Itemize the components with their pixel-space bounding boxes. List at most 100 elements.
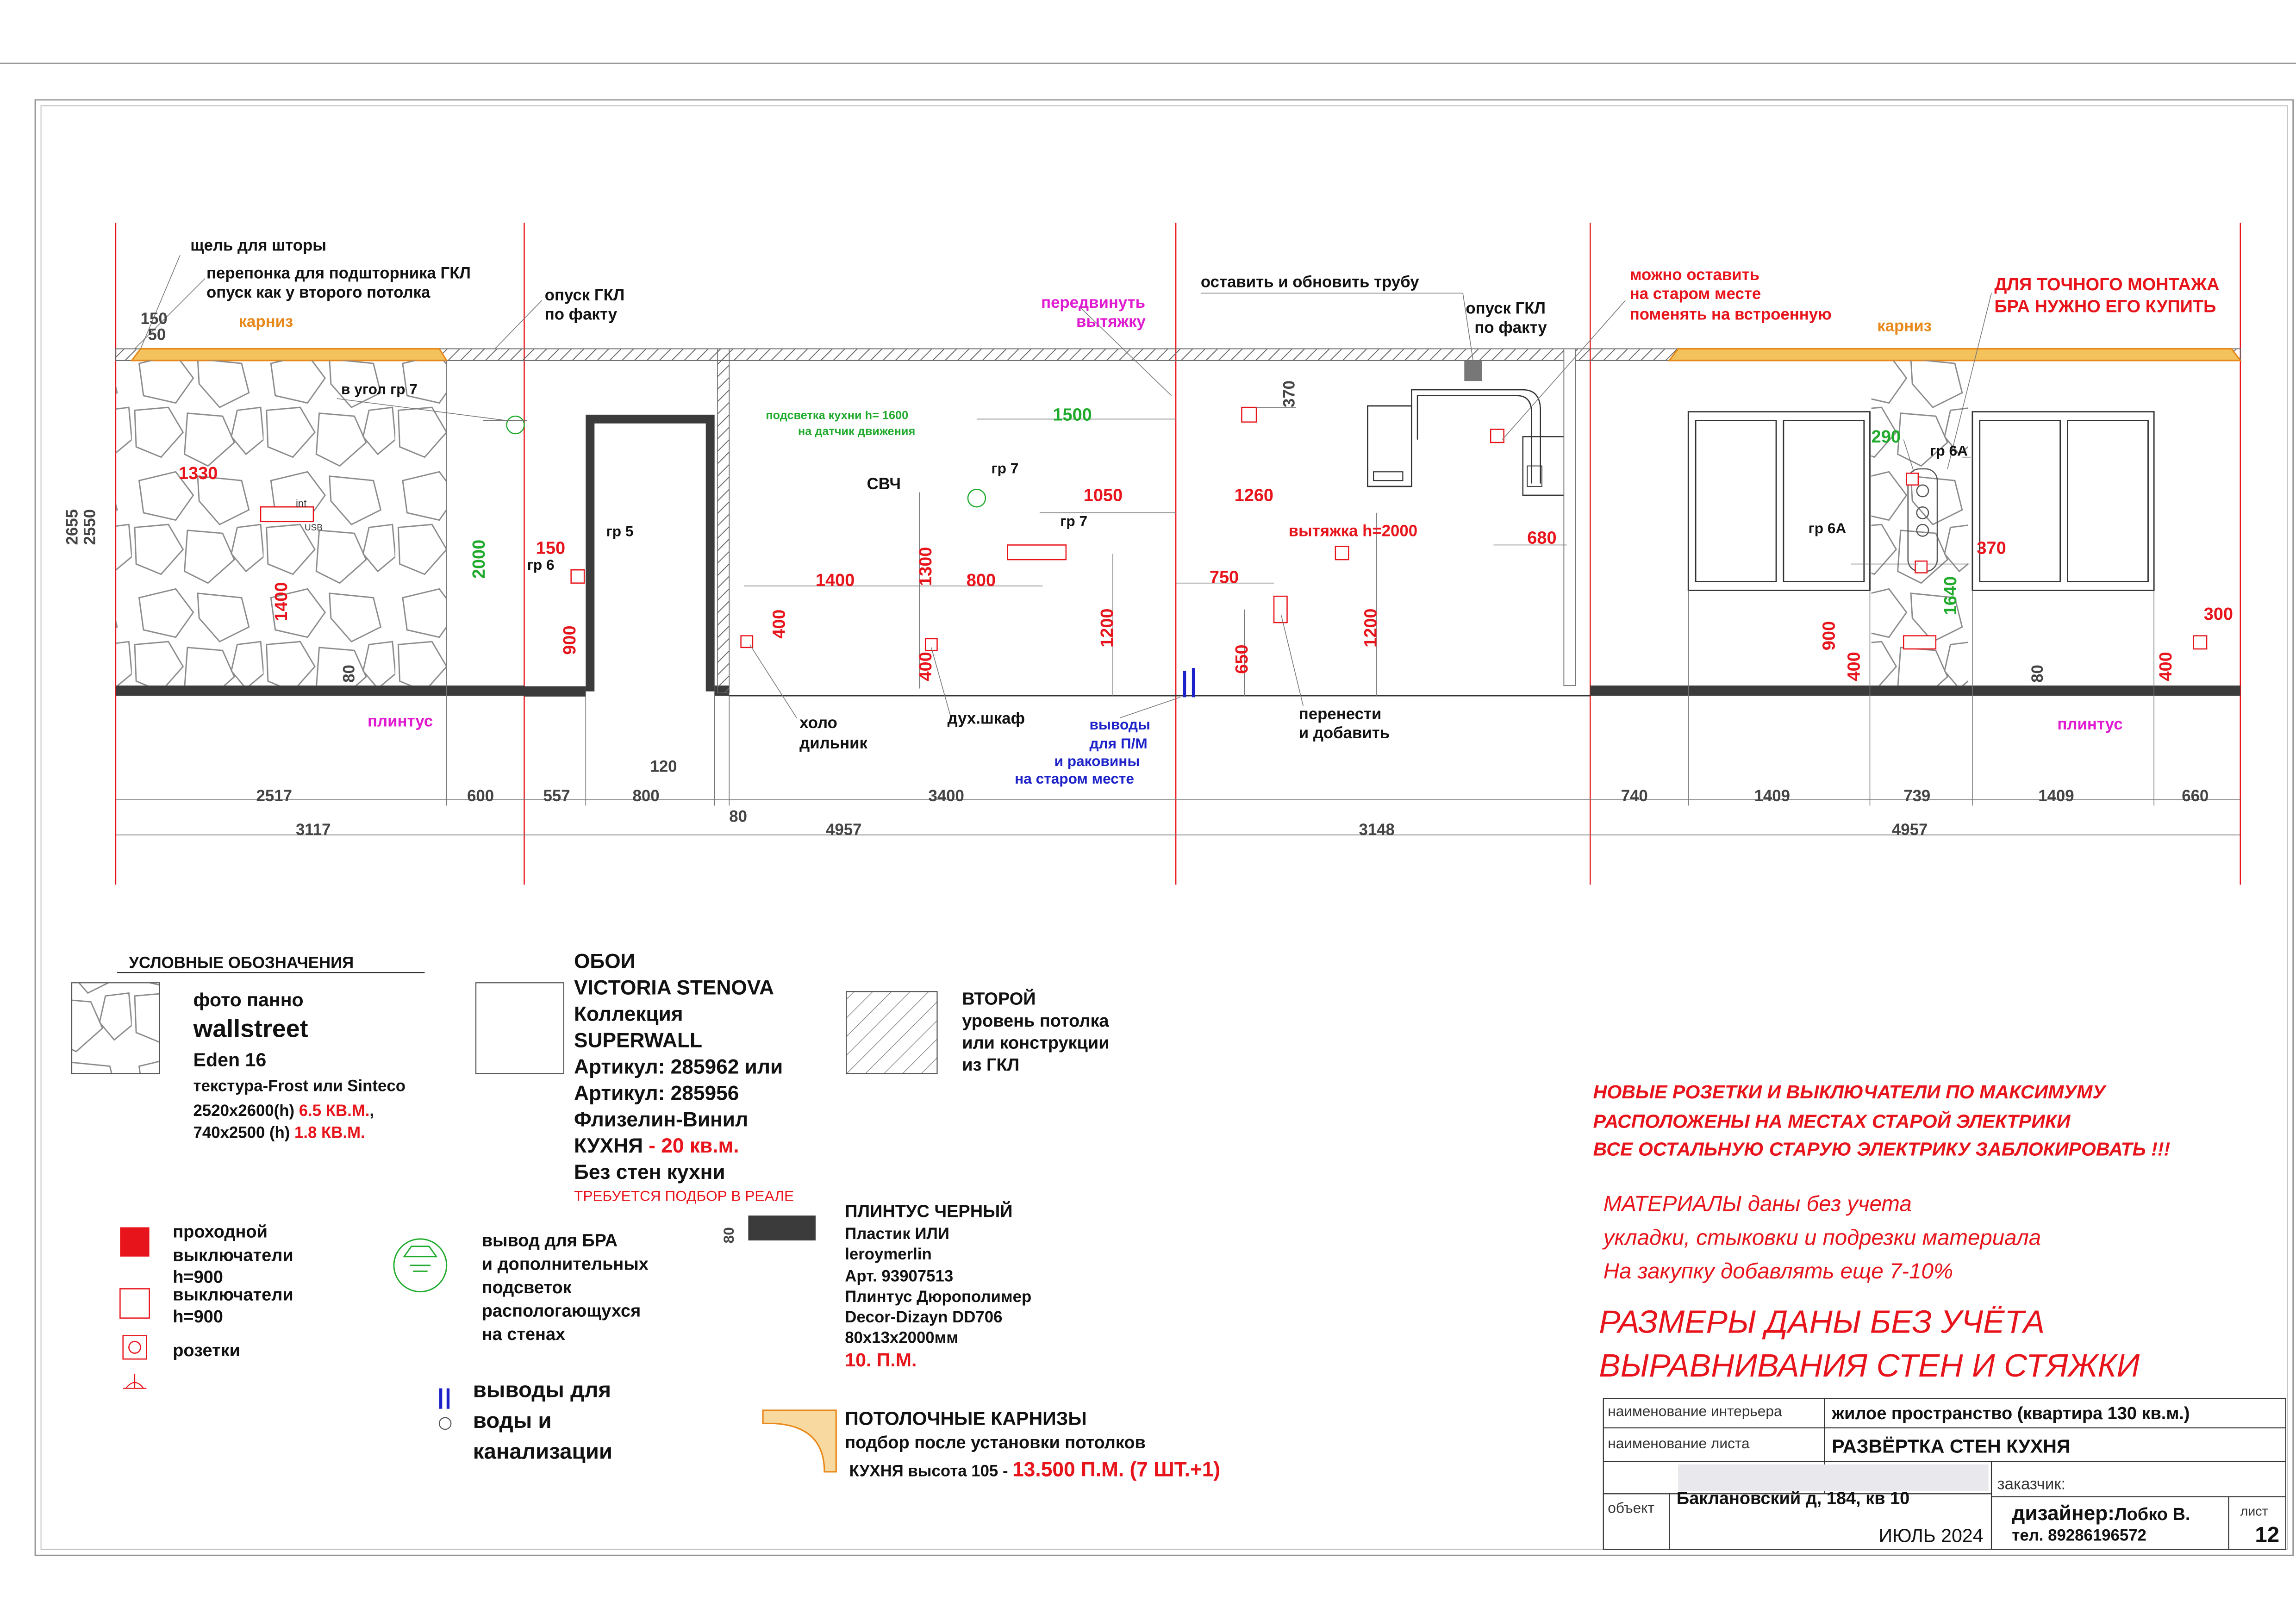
legend-bra-1: вывод для БРА (482, 1231, 618, 1251)
note-fridge-2: дильник (799, 735, 867, 752)
dim-seg: 600 (467, 787, 494, 805)
dim-2550: 2550 (81, 509, 99, 545)
legend-wallpaper-6: Артикул: 285956 (574, 1082, 739, 1104)
legend-water-1: выводы для (473, 1377, 611, 1402)
dim-seg: 3400 (929, 787, 964, 805)
tb-date: ИЮЛЬ 2024 (1878, 1525, 1983, 1546)
legend-bra-5: на стенах (482, 1325, 565, 1344)
note-keep-pipe: оставить и обновить трубу (1201, 274, 1419, 291)
dim-total: 4957 (1892, 821, 1928, 839)
note-b1: РАЗМЕРЫ ДАНЫ БЕЗ УЧЁТА (1599, 1303, 2045, 1340)
note-lighting-2: на датчик движения (798, 425, 915, 438)
tb-designer: дизайнер:Лобко В. (2012, 1502, 2190, 1525)
dim-1260: 1260 (1235, 486, 1273, 505)
legend-wallpaper-4: SUPERWALL (574, 1029, 702, 1052)
legend-plinth-8: 10. П.М. (845, 1349, 917, 1371)
note-plinth-left: плинтус (368, 713, 433, 730)
legend-cornice-1: ПОТОЛОЧНЫЕ КАРНИЗЫ (845, 1408, 1086, 1429)
tb-object-value: Баклановский д, 184, кв 10 (1677, 1489, 1909, 1508)
dim-seg: 1409 (1754, 787, 1790, 805)
dim-1400: 1400 (272, 582, 291, 621)
dim-650: 650 (1232, 645, 1252, 674)
note-buy-2: БРА НУЖНО ЕГО КУПИТЬ (1994, 297, 2216, 316)
dim-2655: 2655 (64, 509, 81, 545)
legend-pass-switch-icon (120, 1227, 150, 1257)
dim-seg: 739 (1903, 787, 1930, 805)
legend-ceiling-swatch (846, 991, 938, 1074)
dim-1050: 1050 (1084, 486, 1123, 505)
note-gr5: гр 5 (606, 523, 634, 539)
dim-1400b: 1400 (816, 571, 855, 590)
wall-column (717, 348, 730, 693)
dim-1640: 1640 (1941, 576, 1960, 615)
dim-1500: 1500 (1053, 405, 1092, 425)
dim-80c: 80 (729, 808, 747, 825)
dim-80: 80 (341, 665, 358, 683)
legend-socket-icon (122, 1335, 147, 1360)
note-move-add-1: перенести (1299, 705, 1382, 723)
dim-seg: 800 (633, 787, 660, 805)
legend-pass-3: h=900 (173, 1268, 223, 1287)
title-block: наименование интерьера жилое пространств… (1603, 1398, 2286, 1550)
label-int: int (296, 498, 306, 509)
dim-1200b: 1200 (1361, 608, 1380, 647)
tb-sheet-no: 12 (2255, 1523, 2279, 1547)
dim-400c: 400 (1844, 652, 1864, 681)
pipe (1411, 389, 1541, 484)
legend-cornice-3: КУХНЯ высота 105 - 13.500 П.М. (7 ШТ.+1) (849, 1458, 1220, 1481)
legend: УСЛОВНЫЕ ОБОЗНАЧЕНИЯ фото панно wallstre… (71, 950, 1220, 1481)
dim-400b: 400 (916, 652, 936, 681)
legend-pass-1: проходной (173, 1222, 268, 1242)
dim-150b: 150 (536, 538, 565, 558)
tb-sheet-no-label: лист (2240, 1504, 2268, 1519)
dim-80b: 80 (2029, 665, 2046, 683)
legend-plinth-2: Пластик ИЛИ (845, 1225, 949, 1243)
note-move-add-2: и добавить (1299, 724, 1390, 742)
door-opening (586, 414, 715, 692)
note-fridge-1: холо (799, 714, 837, 732)
sheet-frame (0, 62, 2296, 1556)
leader-lines (115, 255, 2240, 835)
boiler (1367, 405, 1412, 487)
notes: НОВЫЕ РОЗЕТКИ И ВЫКЛЮЧАТЕЛИ ПО МАКСИМУМУ… (1593, 1081, 2171, 1383)
dim-750: 750 (1210, 568, 1239, 587)
legend-cornice-icon (762, 1409, 837, 1473)
note-gkl-drop2-2: по факту (1474, 319, 1547, 336)
water-outlet-marker (1183, 668, 1195, 698)
dim-50: 50 (148, 326, 166, 344)
note-gr7-a: гр 7 (992, 460, 1019, 476)
legend-plinth-80: 80 (720, 1227, 737, 1243)
dim-total: 4957 (826, 821, 861, 839)
blurred-client-name (1678, 1464, 1989, 1491)
pipe-outlet (1464, 360, 1482, 381)
note-keep-3: поменять на встроенную (1630, 305, 1832, 323)
legend-water-3: канализации (473, 1439, 612, 1464)
legend-water-2: воды и (473, 1408, 552, 1433)
note-oven: дух.шкаф (948, 710, 1025, 727)
elevation-labels: щель для шторы перепонка для подшторника… (190, 237, 2219, 787)
legend-wallpaper-7: Флизелин-Винил (574, 1108, 748, 1131)
note-plinth-right: плинтус (2057, 716, 2122, 733)
legend-ceiling-1: ВТОРОЙ (962, 988, 1036, 1009)
note-hood-h: вытяжка h=2000 (1289, 522, 1417, 540)
legend-plinth-3: leroymerlin (845, 1246, 932, 1263)
dimension-labels: 150 50 2655 2550 1330 1400 2000 80 150 9… (64, 310, 2233, 839)
wall-elevation (115, 223, 2242, 885)
note-outlets-4: на старом месте (1015, 770, 1134, 787)
tb-interior-value: жилое пространство (квартира 130 кв.м.) (1831, 1404, 2190, 1423)
legend-photo-6: 740x2500 (h) 1.8 КВ.М. (193, 1124, 365, 1142)
legend-ceiling-4: из ГКЛ (962, 1055, 1019, 1075)
note-partition-2: опуск как у второго потолка (206, 284, 430, 301)
cornice-right (1667, 348, 2242, 361)
tb-sheet-value: РАЗВЁРТКА СТЕН КУХНЯ (1832, 1436, 2070, 1457)
legend-wallpaper-9: Без стен кухни (574, 1161, 725, 1184)
legend-switch-2: h=900 (173, 1307, 223, 1327)
legend-photo-2: wallstreet (193, 1015, 308, 1042)
tb-sheet-label: наименование листа (1608, 1435, 1750, 1452)
dim-seg: 660 (2182, 787, 2209, 805)
note-lighting-1: подсветка кухни h= 1600 (766, 409, 908, 422)
legend-ceiling-3: или конструкции (962, 1034, 1109, 1053)
note-cornice-right: карниз (1877, 318, 1932, 335)
legend-photo-swatch (71, 982, 160, 1074)
